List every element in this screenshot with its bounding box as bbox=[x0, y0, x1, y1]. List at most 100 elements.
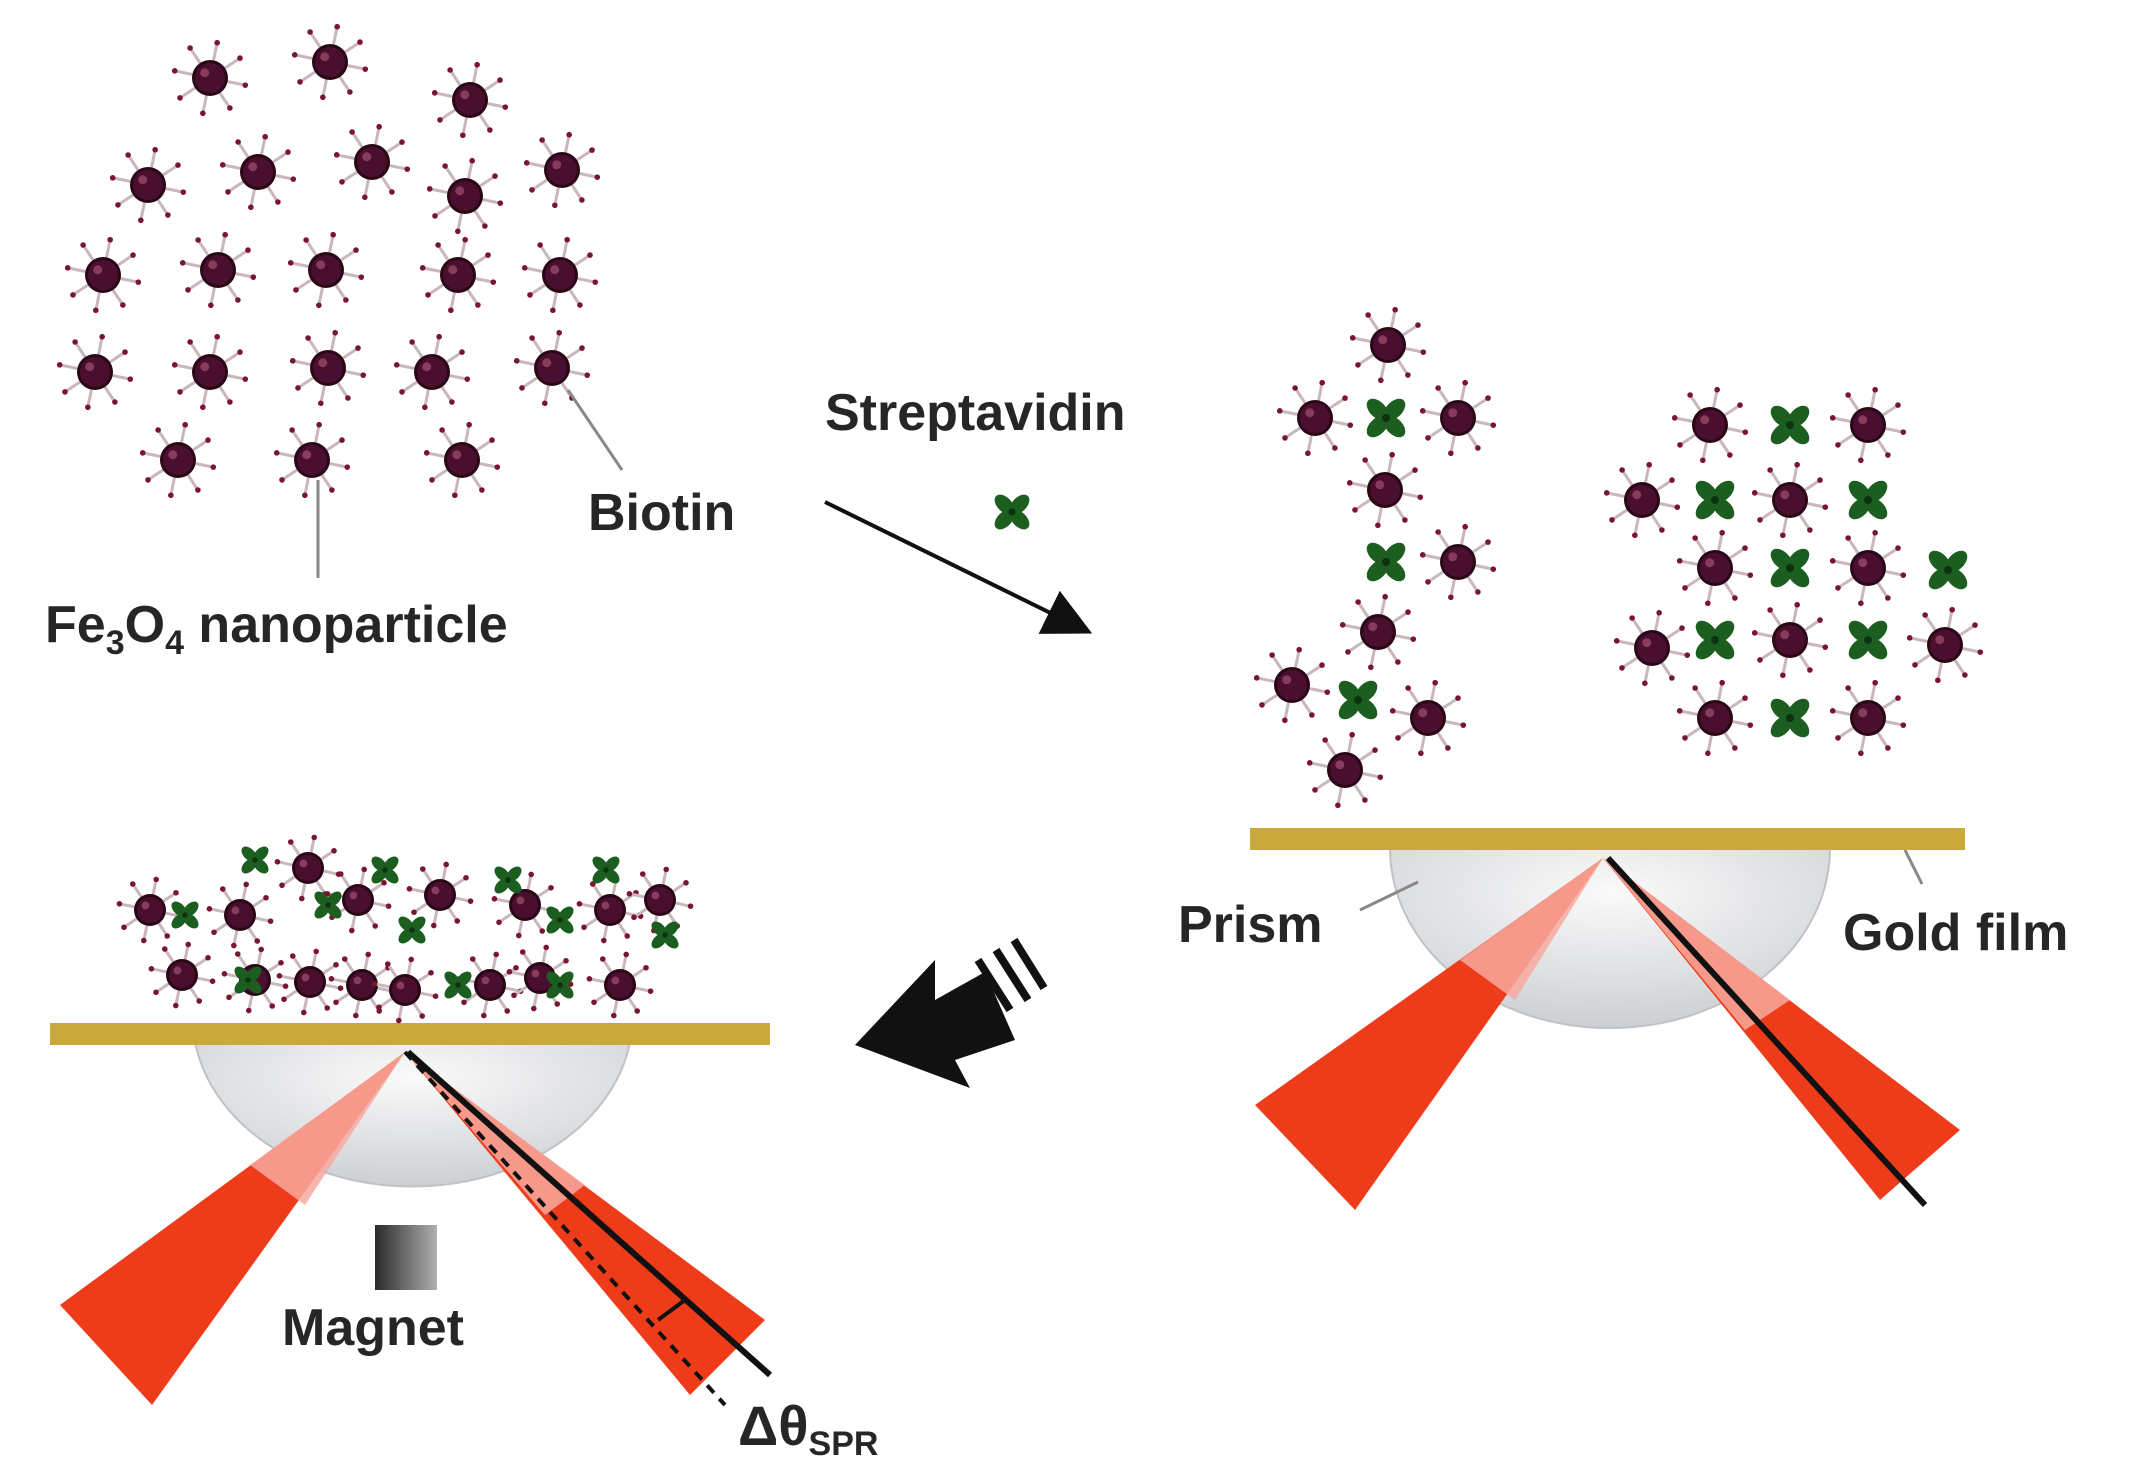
biotin-nanoparticle bbox=[328, 951, 396, 1019]
nanoparticle-core bbox=[1300, 403, 1330, 433]
biotin-tip bbox=[539, 137, 545, 143]
biotin-ligand bbox=[1357, 748, 1376, 763]
biotin-tip bbox=[1845, 535, 1851, 541]
biotin-ligand bbox=[319, 472, 334, 491]
biotin-tip bbox=[278, 959, 284, 966]
biotin-tip bbox=[153, 989, 159, 996]
biotin-tip bbox=[1885, 745, 1891, 751]
biotin-tip bbox=[425, 292, 431, 298]
biotin-tip bbox=[122, 349, 128, 355]
biotin-ligand bbox=[253, 916, 271, 923]
biotin-tip bbox=[1835, 442, 1841, 448]
biotin-tip bbox=[396, 1017, 402, 1024]
gold-film-pointer-line bbox=[1903, 849, 1924, 885]
streptavidin-subunit bbox=[1712, 497, 1735, 520]
biotin-tip bbox=[318, 400, 324, 407]
nanoparticle-highlight bbox=[168, 450, 178, 460]
nanoparticle-core bbox=[1775, 625, 1805, 655]
biotin-tip bbox=[409, 339, 415, 345]
streptavidin-subunit bbox=[1695, 497, 1718, 520]
biotin-ligand bbox=[117, 192, 136, 207]
biotin-tip bbox=[496, 919, 502, 926]
biotin-tip bbox=[1355, 599, 1361, 605]
streptavidin-center bbox=[1786, 714, 1794, 722]
biotin-ligand bbox=[1389, 309, 1397, 330]
biotin-ligand bbox=[427, 282, 446, 297]
biotin-ligand bbox=[1306, 433, 1314, 454]
biotin-tip bbox=[1692, 685, 1698, 691]
streptavidin-subunit bbox=[1366, 542, 1389, 565]
biotin-ligand bbox=[459, 239, 467, 260]
biotin-ligand bbox=[1336, 785, 1344, 806]
biotin-tip bbox=[454, 918, 461, 924]
nanoparticle-highlight bbox=[531, 969, 540, 978]
streptavidin-subunit bbox=[1366, 398, 1389, 421]
biotin-tip bbox=[554, 1001, 561, 1007]
biotin-ligand bbox=[163, 186, 184, 194]
nanoparticle-core bbox=[1930, 630, 1960, 660]
biotin-ligand bbox=[1832, 416, 1853, 424]
streptavidin-protein bbox=[371, 856, 399, 884]
nanoparticle-highlight bbox=[1858, 708, 1868, 718]
streptavidin-subunit bbox=[604, 856, 620, 872]
nanoparticle-highlight bbox=[396, 981, 405, 990]
biotin-tip bbox=[1490, 566, 1497, 572]
biotin-ligand bbox=[1674, 416, 1695, 424]
biotin-ligand bbox=[236, 141, 251, 160]
biotin-tip bbox=[1419, 552, 1426, 558]
biotin-tip bbox=[357, 39, 363, 45]
biotin-tip bbox=[634, 1008, 641, 1014]
biotin-tip bbox=[1619, 665, 1625, 671]
biotin-ligand bbox=[1869, 532, 1877, 553]
biotin-tip bbox=[1780, 532, 1786, 539]
biotin-ligand bbox=[470, 253, 489, 268]
biotin-tip bbox=[566, 131, 572, 138]
nanoparticle-highlight bbox=[299, 859, 308, 868]
biotin-tip bbox=[1885, 595, 1891, 601]
streptavidin-subunit bbox=[326, 891, 342, 907]
biotin-tip bbox=[460, 132, 466, 139]
biotin-tip bbox=[258, 946, 264, 953]
biotin-ligand bbox=[283, 988, 300, 1001]
biotin-tip bbox=[1977, 649, 1984, 655]
biotin-tip bbox=[1389, 451, 1395, 458]
biotin-ligand bbox=[409, 887, 427, 894]
biotin-ligand bbox=[294, 53, 315, 61]
biotin-ligand bbox=[471, 64, 479, 85]
biotin-tip bbox=[109, 175, 116, 181]
biotin-ligand bbox=[1869, 682, 1877, 703]
biotin-ligand bbox=[1440, 696, 1459, 711]
biotin-ligand bbox=[472, 208, 487, 227]
nanoparticle-highlight bbox=[1858, 415, 1868, 425]
gold-film-right bbox=[1250, 828, 1965, 850]
nanoparticle-highlight bbox=[85, 362, 95, 372]
biotin-tip bbox=[1687, 392, 1693, 398]
biotin-ligand bbox=[1754, 491, 1775, 499]
biotin-tip bbox=[1395, 659, 1401, 665]
nanoparticle-highlight bbox=[550, 265, 560, 275]
biotin-nanoparticle bbox=[219, 133, 297, 211]
biotin-tip bbox=[1742, 695, 1748, 701]
biotin-ligand bbox=[379, 174, 394, 193]
biotin-ligand bbox=[1960, 646, 1981, 654]
biotin-ligand bbox=[185, 472, 200, 491]
nanoparticle-highlight bbox=[316, 260, 326, 270]
biotin-tip bbox=[185, 941, 191, 948]
biotin-tip bbox=[1835, 585, 1841, 591]
biotin-tip bbox=[328, 976, 335, 982]
nanoparticle-highlight bbox=[1705, 708, 1715, 718]
biotin-ligand bbox=[1327, 396, 1346, 411]
streptavidin-protein bbox=[171, 901, 199, 929]
biotin-ligand bbox=[1914, 652, 1933, 667]
biotin-ligand bbox=[538, 244, 553, 263]
biotin-tip bbox=[148, 966, 155, 972]
biotin-ligand bbox=[1797, 512, 1812, 531]
biotin-tip bbox=[145, 477, 151, 483]
biotin-tip bbox=[626, 891, 633, 897]
biotin-tip bbox=[1613, 638, 1620, 644]
biotin-ligand bbox=[1459, 382, 1467, 403]
streptavidin-subunit bbox=[410, 928, 426, 944]
biotin-ligand bbox=[1354, 497, 1373, 512]
biotin-tip bbox=[491, 896, 498, 902]
biotin-tip bbox=[385, 903, 392, 909]
